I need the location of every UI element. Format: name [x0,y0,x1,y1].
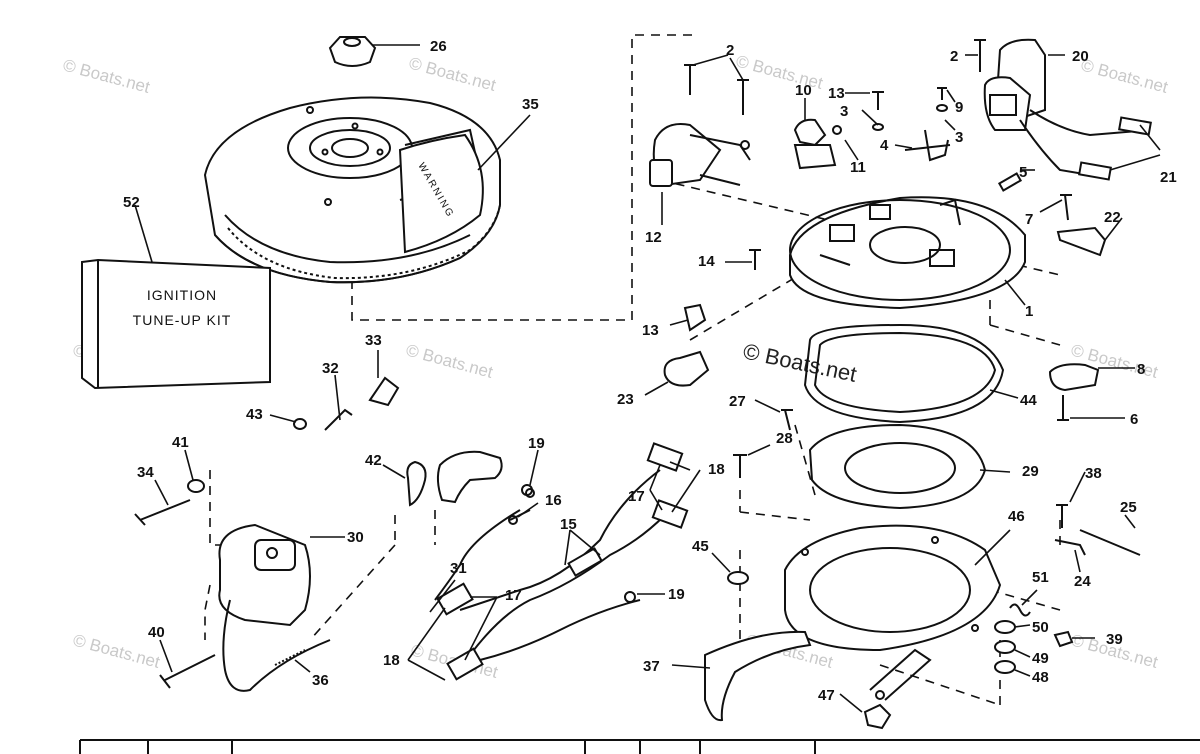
callout-43: 43 [246,406,263,423]
callout-12: 12 [645,229,662,246]
watermark: © Boats.net [61,56,152,97]
callout-14: 14 [698,253,715,270]
callout-2: 2 [726,42,734,59]
ignition-coil [218,523,331,692]
spark-plug-boot [436,450,503,504]
watermark: © Boats.net [407,54,498,95]
callout-16: 16 [545,492,562,509]
callout-44: 44 [1020,392,1037,409]
breaker-points [649,123,751,187]
wire-clip [406,460,427,507]
watermark: © Boats.net [404,341,495,382]
callout-46: 46 [1008,508,1025,525]
callout-3: 3 [955,129,963,146]
callout-27: 27 [729,393,746,410]
callout-48: 48 [1032,669,1049,686]
callout-2: 2 [950,48,958,65]
callout-21: 21 [1160,169,1177,186]
bushing-plate [808,423,987,510]
callout-22: 22 [1104,209,1121,226]
callout-17: 17 [505,587,522,604]
kit-label-line1: IGNITION [147,287,217,303]
flywheel-nut [328,36,377,67]
callout-38: 38 [1085,465,1102,482]
callout-25: 25 [1120,499,1137,516]
callout-5: 5 [1019,164,1027,181]
callout-7: 7 [1025,211,1033,228]
watermark: © Boats.net [1079,56,1170,97]
link-arm [863,648,932,730]
callout-40: 40 [148,624,165,641]
flywheel: WARNING [203,96,501,284]
callout-50: 50 [1032,619,1049,636]
callout-26: 26 [430,38,447,55]
callout-30: 30 [347,529,364,546]
retainer-ring [803,323,1005,424]
callout-13: 13 [828,85,845,102]
callout-8: 8 [1137,361,1145,378]
callout-51: 51 [1032,569,1049,586]
callout-11: 11 [850,159,866,176]
callout-18: 18 [383,652,400,669]
support-plate [784,524,1002,652]
callout-45: 45 [692,538,709,555]
callout-49: 49 [1032,650,1049,667]
callout-4: 4 [880,137,889,154]
callout-32: 32 [322,360,339,377]
callout-35: 35 [522,96,539,113]
callout-10: 10 [795,82,812,99]
callout-34: 34 [137,464,154,481]
callout-19: 19 [528,435,545,452]
callout-39: 39 [1106,631,1123,648]
callout-23: 23 [617,391,634,408]
ignition-tune-up-kit: IGNITION TUNE-UP KIT [81,258,271,390]
callout-15: 15 [560,516,577,533]
callout-labels: 26 35 52 2 2 20 10 13 3 9 3 4 11 5 21 12… [123,38,1177,704]
throttle-cam [704,630,812,722]
parts-table-header [79,739,1200,754]
condenser-assembly [793,118,842,170]
stator-plate [789,196,1026,310]
callout-37: 37 [643,658,660,675]
callout-28: 28 [776,430,793,447]
callout-24: 24 [1074,573,1091,590]
charge-coil [983,38,1152,181]
callout-41: 41 [172,434,189,451]
leader-lines [134,44,1161,713]
callout-36: 36 [312,672,329,689]
center-watermark: © Boats.net [741,338,859,386]
callout-19: 19 [668,586,685,603]
callout-20: 20 [1072,48,1089,65]
ring-gear-teeth [227,204,501,280]
callout-17: 17 [628,488,645,505]
small-hardware [134,39,1141,689]
callout-6: 6 [1130,411,1138,428]
callout-31: 31 [450,560,467,577]
callout-47: 47 [818,687,835,704]
callout-9: 9 [955,99,963,116]
callout-42: 42 [365,452,382,469]
callout-13: 13 [642,322,659,339]
callout-18: 18 [708,461,725,478]
kit-label-line2: TUNE-UP KIT [133,312,232,328]
callout-29: 29 [1022,463,1039,480]
callout-52: 52 [123,194,140,211]
callout-1: 1 [1025,303,1033,320]
callout-33: 33 [365,332,382,349]
callout-3: 3 [840,103,848,120]
